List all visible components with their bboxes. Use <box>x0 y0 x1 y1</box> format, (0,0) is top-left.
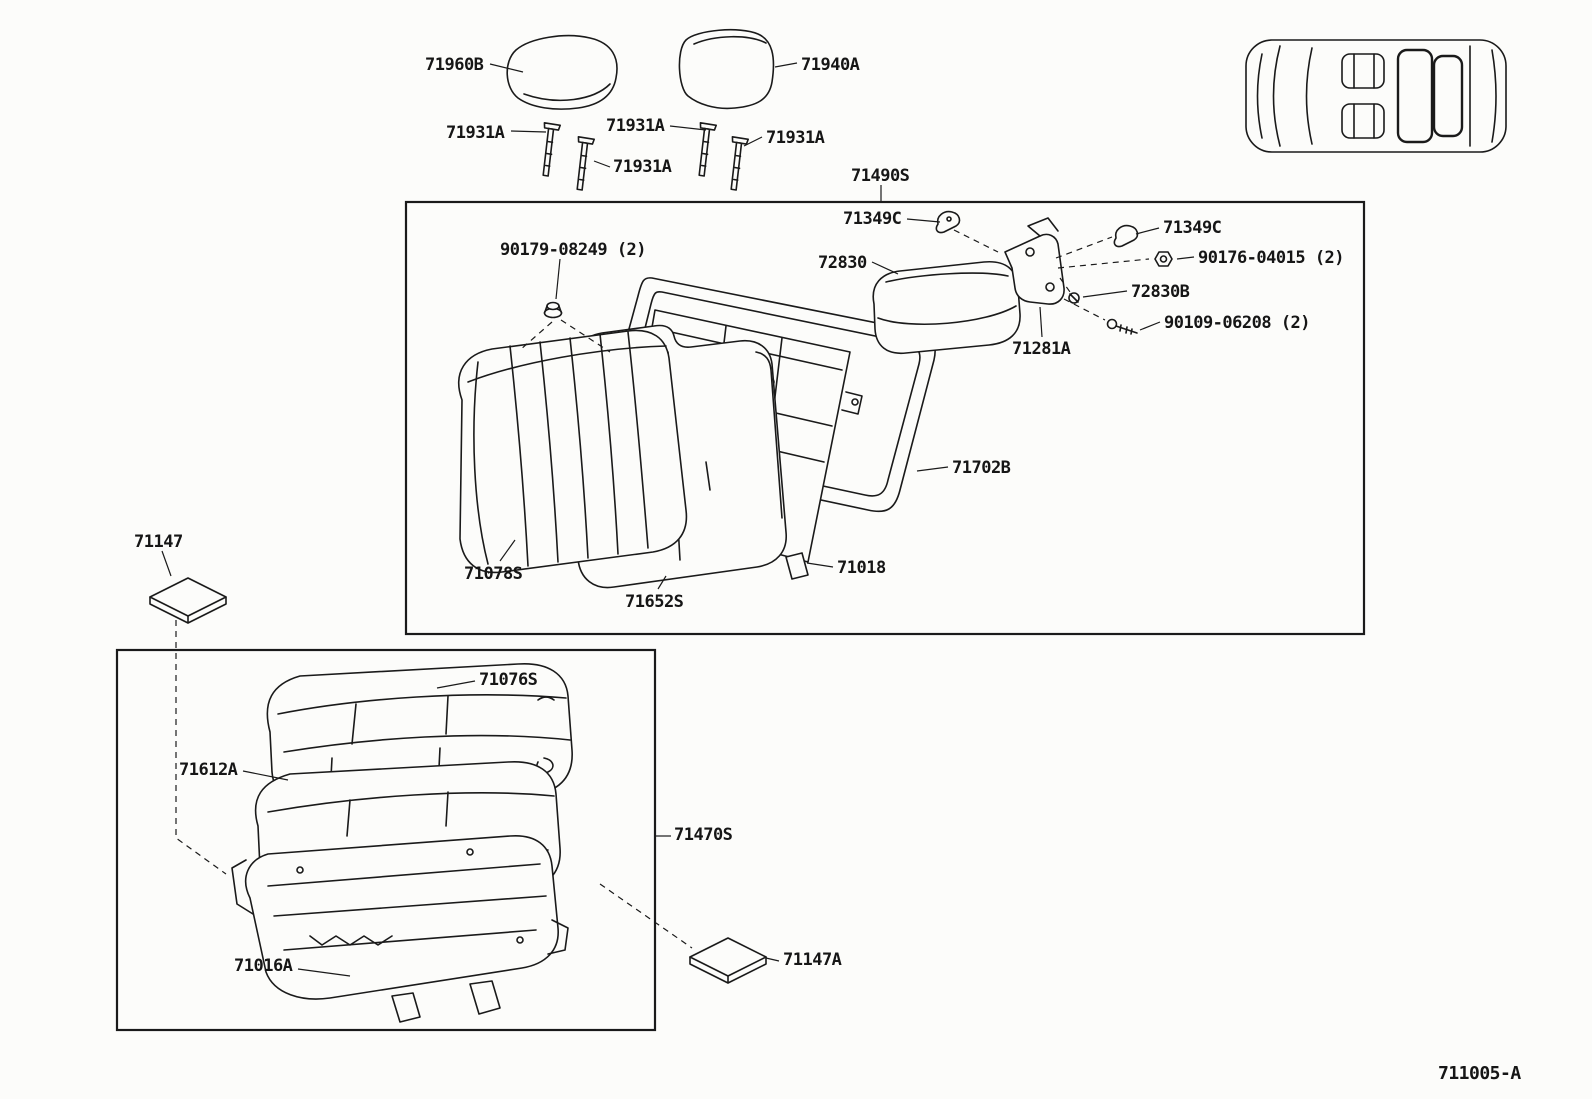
part-label-71931a-4: 71931A <box>613 157 672 177</box>
part-label-71940a: 71940A <box>801 55 860 75</box>
part-label-71349c-right: 71349C <box>1163 218 1222 238</box>
part-label-71931a-3: 71931A <box>766 128 825 148</box>
part-label-71931a-1: 71931A <box>446 123 505 143</box>
pad-71147-drawing <box>149 577 227 624</box>
screw-72830b-drawing <box>1068 292 1080 304</box>
headrest-stay-pin-2 <box>576 135 596 191</box>
headrest-stay-pin-4 <box>730 135 750 191</box>
part-label-71612a: 71612A <box>179 760 238 780</box>
front-seat-icon-left <box>1341 53 1385 89</box>
drawing-number: 711005-A <box>1438 1063 1521 1084</box>
part-label-71960b: 71960B <box>425 55 484 75</box>
rear-seat-icon-highlighted <box>1396 48 1464 144</box>
part-label-71652s: 71652S <box>625 592 684 612</box>
part-label-71931a-2: 71931A <box>606 116 665 136</box>
part-label-72830: 72830 <box>818 253 867 273</box>
part-label-71147a: 71147A <box>783 950 842 970</box>
nut-90179-drawing <box>543 301 563 319</box>
part-label-71702b: 71702B <box>952 458 1011 478</box>
part-label-71078s: 71078S <box>464 564 523 584</box>
leader-lines <box>161 62 1195 977</box>
armrest-72830-drawing <box>872 261 1021 355</box>
part-label-71281a: 71281A <box>1012 339 1071 359</box>
part-label-90179-08249: 90179-08249 (2) <box>500 240 647 260</box>
nut-90176-drawing <box>1154 251 1173 267</box>
seat-back-assembly-box <box>404 200 1366 636</box>
front-seat-icon-right <box>1341 103 1385 139</box>
part-label-90176-04015: 90176-04015 (2) <box>1198 248 1345 268</box>
part-label-71147: 71147 <box>134 532 183 552</box>
part-label-90109-06208: 90109-06208 (2) <box>1164 313 1311 333</box>
seat-cushion-assembly-box <box>115 648 657 1032</box>
clip-71349c-left-drawing <box>935 210 961 234</box>
cushion-frame-71016a-drawing <box>231 835 569 1023</box>
part-label-71016a: 71016A <box>234 956 293 976</box>
hinge-bracket-71281a-drawing <box>1004 217 1065 305</box>
part-label-71490s: 71490S <box>851 166 910 186</box>
car-top-view <box>1245 39 1507 153</box>
part-label-72830b: 72830B <box>1131 282 1190 302</box>
part-label-71349c-left: 71349C <box>843 209 902 229</box>
bolt-90109-drawing <box>1106 318 1138 335</box>
seat-back-cover-71078s-drawing <box>457 329 688 574</box>
headrest-71960b-drawing <box>506 34 618 110</box>
pad-71147a-drawing <box>689 937 767 984</box>
part-label-71076s: 71076S <box>479 670 538 690</box>
part-label-71018: 71018 <box>837 558 886 578</box>
dashed-reference-lines <box>175 229 1150 949</box>
part-label-71470s: 71470S <box>674 825 733 845</box>
headrest-stay-pin-3 <box>698 121 718 177</box>
headrest-71940a-drawing <box>678 28 775 110</box>
clip-71349c-right-drawing <box>1113 224 1139 248</box>
headrest-stay-pin-1 <box>542 121 562 177</box>
